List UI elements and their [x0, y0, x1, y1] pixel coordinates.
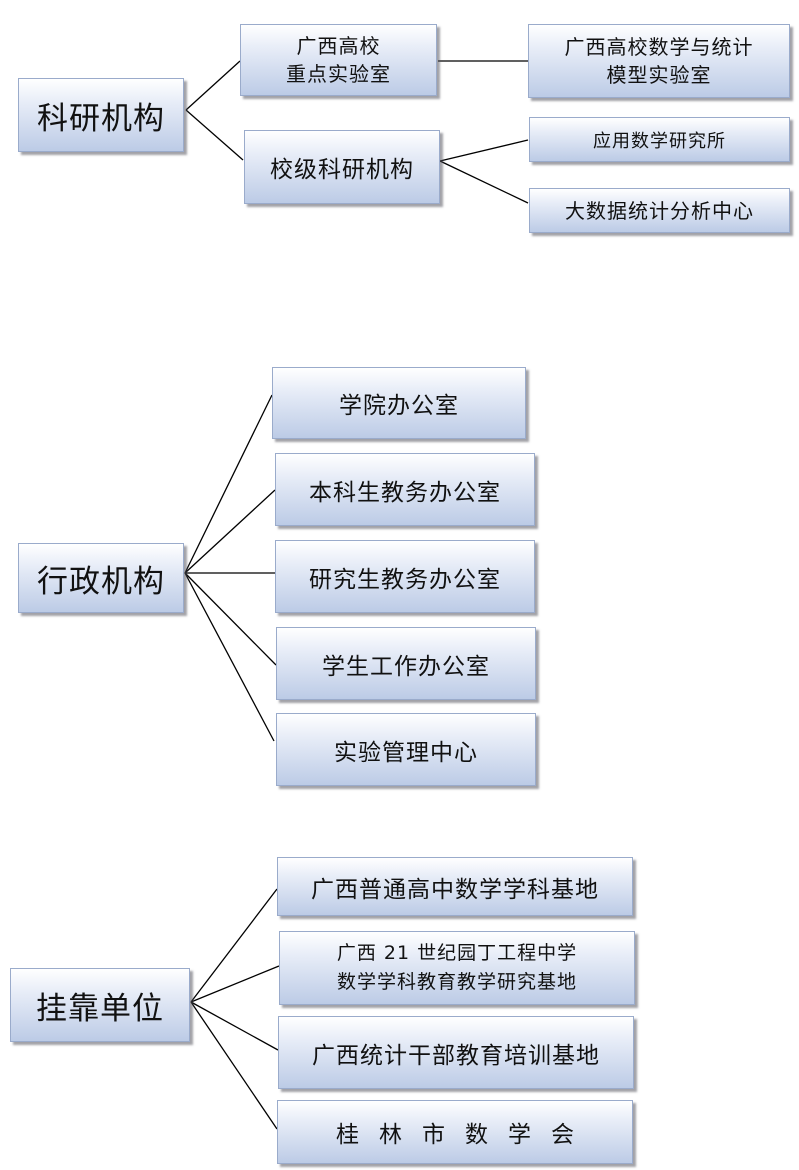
statistics-cadre-training-base-node: 广西统计干部教育培训基地	[278, 1016, 634, 1089]
connector-research-to-key-lab	[185, 60, 241, 111]
lab-management-center-node: 实验管理中心	[276, 713, 536, 786]
school-level-research-label: 校级科研机构	[270, 157, 414, 183]
big-data-center-label: 大数据统计分析中心	[565, 198, 754, 223]
high-school-math-base-node: 广西普通高中数学学科基地	[277, 857, 633, 916]
key-lab-node: 广西高校 重点实验室	[240, 24, 437, 96]
math-stat-lab-label-line-2: 模型实验室	[606, 63, 712, 87]
connector-admin-to-undergrad-office	[184, 489, 276, 574]
connector-admin-to-college-office	[184, 394, 273, 574]
statistics-cadre-training-base-label: 广西统计干部教育培训基地	[312, 1042, 600, 1069]
high-school-math-base-label: 广西普通高中数学学科基地	[311, 876, 599, 903]
big-data-center-node: 大数据统计分析中心	[529, 188, 790, 233]
undergraduate-affairs-office-node: 本科生教务办公室	[275, 453, 535, 526]
applied-math-institute-node: 应用数学研究所	[529, 117, 790, 162]
lab-management-center-label: 实验管理中心	[334, 739, 478, 766]
connector-affiliated-to-statistics-base	[190, 1001, 279, 1051]
connector-school-level-to-applied-math	[439, 139, 529, 162]
gardener-project-base-line-1: 广西 21 世纪园丁工程中学	[336, 942, 578, 964]
graduate-affairs-office-label: 研究生教务办公室	[309, 566, 501, 593]
connector-school-level-to-big-data	[439, 160, 529, 204]
applied-math-institute-label: 应用数学研究所	[593, 130, 726, 152]
math-stat-lab-label-line-1: 广西高校数学与统计	[564, 35, 754, 59]
college-office-node: 学院办公室	[272, 367, 526, 439]
affiliated-units-node: 挂靠单位	[10, 968, 190, 1042]
guilin-math-society-node: 桂林市数学会	[277, 1100, 633, 1164]
gardener-project-base-line-2: 数学学科教育教学研究基地	[336, 971, 577, 993]
connector-admin-to-student-affairs	[184, 572, 277, 666]
connector-affiliated-to-gardener-base	[190, 965, 280, 1003]
connector-research-to-school-level	[185, 109, 244, 161]
undergraduate-affairs-office-label: 本科生教务办公室	[309, 479, 501, 506]
student-affairs-office-label: 学生工作办公室	[322, 653, 490, 680]
school-level-research-node: 校级科研机构	[244, 130, 440, 204]
administrative-institutions-label: 行政机构	[37, 563, 165, 600]
research-institutions-label: 科研机构	[37, 100, 165, 137]
administrative-institutions-node: 行政机构	[18, 543, 184, 613]
key-lab-label-line-2: 重点实验室	[286, 62, 391, 86]
guilin-math-society-label: 桂林市数学会	[336, 1122, 594, 1148]
gardener-project-base-node: 广西 21 世纪园丁工程中学 数学学科教育教学研究基地	[279, 931, 635, 1005]
key-lab-label-line-1: 广西高校	[296, 34, 381, 58]
connector-admin-to-lab-center	[184, 572, 275, 742]
student-affairs-office-node: 学生工作办公室	[276, 627, 536, 700]
connector-affiliated-to-high-school-base	[190, 888, 278, 1003]
graduate-affairs-office-node: 研究生教务办公室	[275, 540, 535, 613]
affiliated-units-label: 挂靠单位	[36, 990, 164, 1027]
connector-affiliated-to-math-society	[190, 1001, 278, 1130]
college-office-label: 学院办公室	[339, 393, 459, 419]
research-institutions-node: 科研机构	[18, 78, 184, 152]
math-stat-model-lab-node: 广西高校数学与统计 模型实验室	[528, 24, 790, 98]
